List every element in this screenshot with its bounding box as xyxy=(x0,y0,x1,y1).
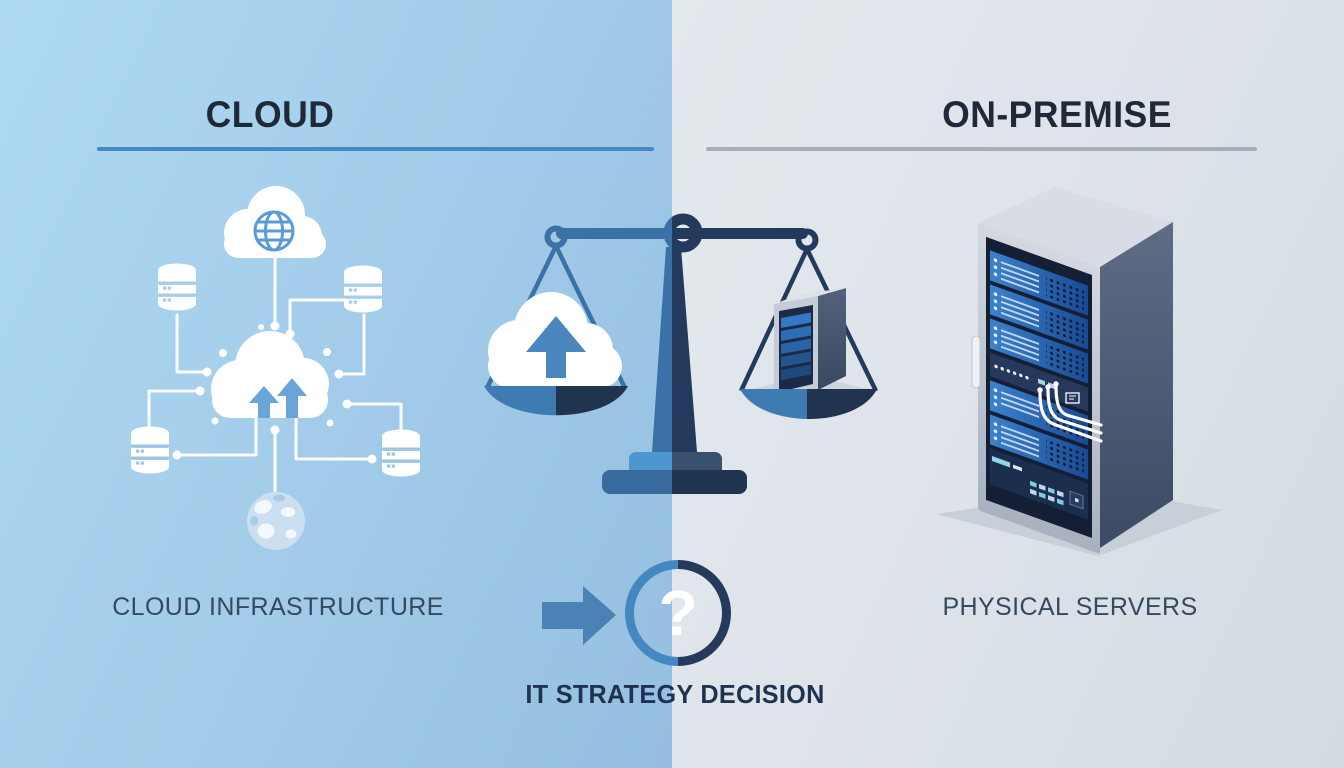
database-icon xyxy=(382,429,420,477)
cloud-globe-icon xyxy=(224,186,326,258)
connection-dots xyxy=(172,321,377,464)
balance-scale-icon xyxy=(455,190,915,494)
server-unit xyxy=(990,414,1088,480)
onpremise-title-underline xyxy=(706,147,1257,151)
mini-server-icon xyxy=(753,288,867,404)
arrow-right-icon xyxy=(542,586,616,645)
cloud-pan-icon xyxy=(488,292,622,388)
rack-side-face xyxy=(1100,222,1173,548)
cloud-upload-icon xyxy=(211,331,329,418)
server-unit xyxy=(990,318,1088,384)
question-mark: ? xyxy=(658,577,698,649)
cloud-network-illustration xyxy=(131,186,420,550)
server-rack-illustration xyxy=(936,187,1222,556)
rack-front-face xyxy=(978,223,1100,554)
rack-cables xyxy=(1038,384,1103,443)
cloud-caption: CLOUD INFRASTRUCTURE xyxy=(112,593,444,621)
globe-earth-icon xyxy=(247,492,305,550)
decision-graphic xyxy=(542,552,845,682)
server-control-panel xyxy=(990,448,1088,520)
database-icon xyxy=(158,263,196,311)
database-icon xyxy=(344,265,382,313)
onpremise-caption: PHYSICAL SERVERS xyxy=(942,593,1198,621)
server-unit-led-row xyxy=(990,352,1088,412)
cloud-title-underline xyxy=(97,147,654,151)
database-icon xyxy=(131,426,169,474)
connection-lines xyxy=(147,256,403,494)
cloud-title: CLOUD xyxy=(205,94,335,135)
server-unit xyxy=(990,284,1088,350)
decision-caption: IT STRATEGY DECISION xyxy=(525,679,825,709)
rack-top-face xyxy=(978,187,1173,267)
rack-door-handle xyxy=(971,335,981,389)
server-unit xyxy=(990,250,1088,316)
cable-connector-dots xyxy=(1037,381,1059,393)
onpremise-title: ON-PREMISE xyxy=(942,94,1172,135)
rack-chip-icon xyxy=(1065,392,1080,404)
